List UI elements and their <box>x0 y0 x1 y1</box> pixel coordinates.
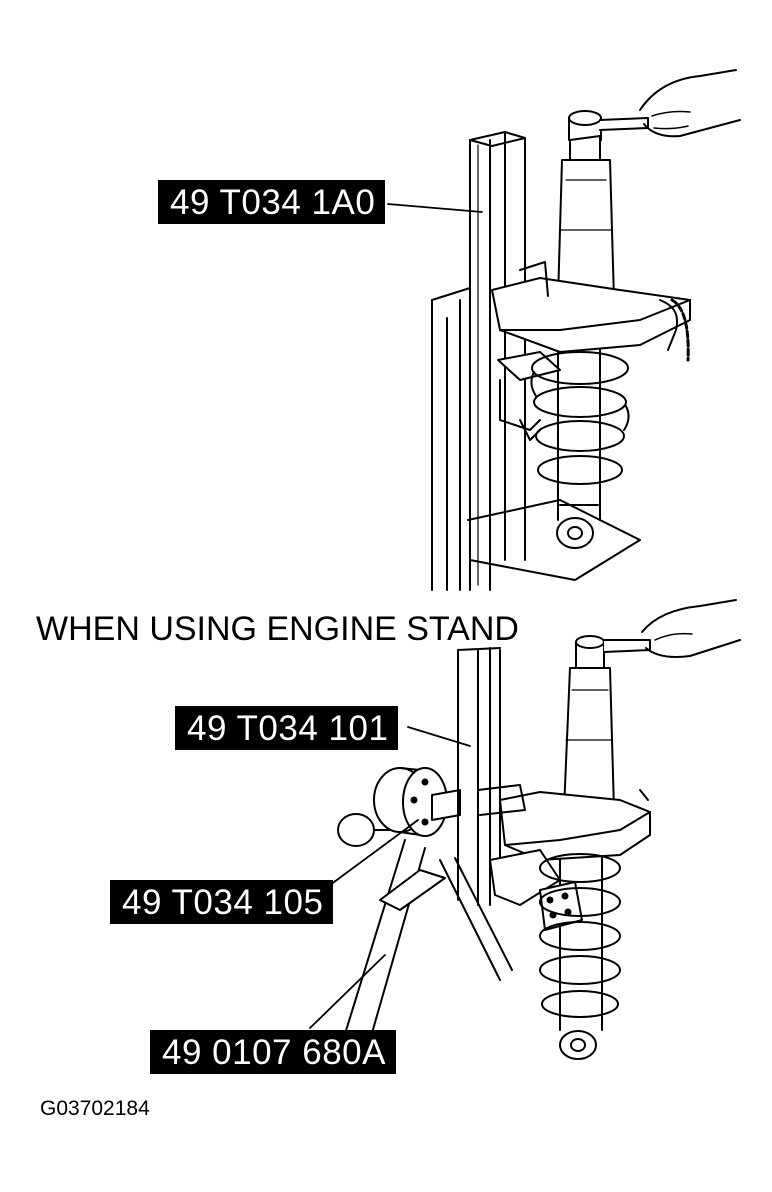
leader-line-engine-stand <box>309 954 386 1029</box>
leader-line-adapter <box>329 819 419 886</box>
bottom-hand-wrench <box>603 599 741 658</box>
figure-code: G03702184 <box>40 1097 150 1120</box>
bottom-assembly <box>337 599 741 1060</box>
top-compressor-cradle <box>491 261 691 441</box>
top-hand-wrench <box>599 69 741 138</box>
leader-line-top-tool <box>387 203 483 213</box>
bottom-shock-absorber <box>559 635 615 1060</box>
bottom-coil-spring <box>539 853 621 1018</box>
part-number-label-top-tool: 49 T034 1A0 <box>158 180 386 224</box>
part-number-label-bottom-tool: 49 T034 101 <box>175 706 399 750</box>
bottom-compressor-cradle <box>477 784 651 931</box>
leader-lines <box>309 203 483 1029</box>
leader-line-bottom-tool <box>407 726 471 747</box>
top-coil-spring <box>530 351 630 485</box>
engine-stand-caption: WHEN USING ENGINE STAND <box>36 610 519 648</box>
top-assembly <box>431 69 741 591</box>
top-stand-base <box>431 287 641 591</box>
bottom-adapter-flange <box>373 767 461 837</box>
part-number-label-engine-stand: 49 0107 680A <box>150 1030 396 1074</box>
bottom-vertical-post <box>457 647 501 906</box>
top-vertical-post <box>469 131 526 591</box>
bottom-engine-stand <box>337 813 513 1051</box>
part-number-label-adapter: 49 T034 105 <box>110 880 334 924</box>
